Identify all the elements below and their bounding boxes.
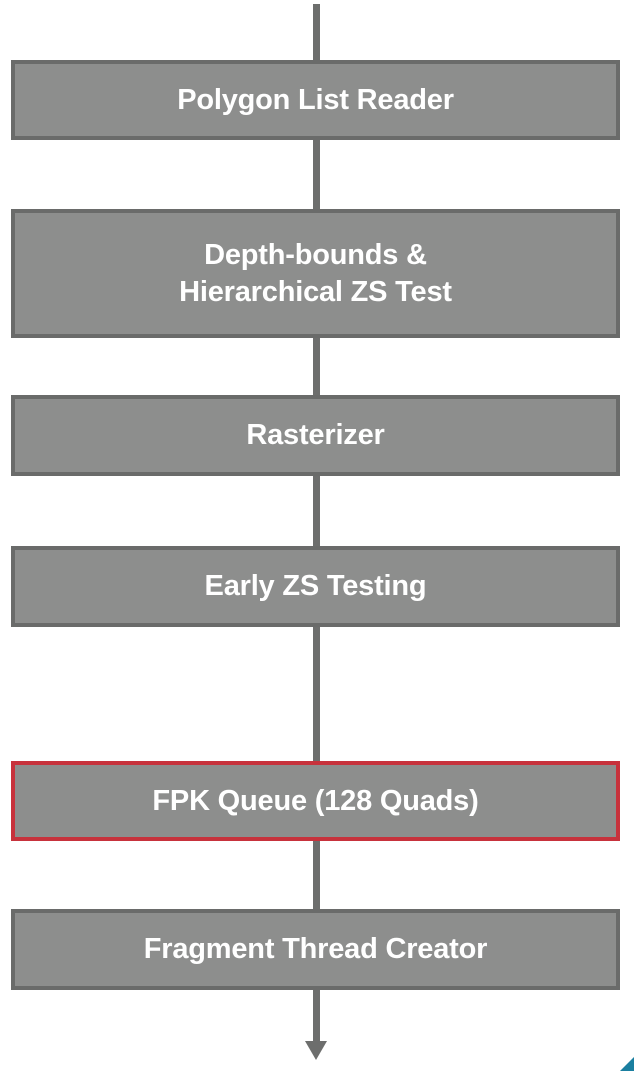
connector-line-4 [313, 625, 320, 762]
stage-polygon-list-reader: Polygon List Reader [11, 60, 620, 140]
stage-rasterizer: Rasterizer [11, 395, 620, 476]
arrow-head-down [305, 1041, 327, 1060]
corner-logo-fragment [620, 1057, 634, 1071]
stage-label: FPK Queue (128 Quads) [152, 784, 479, 817]
stage-label: Early ZS Testing [204, 570, 427, 602]
stage-fragment-thread-creator: Fragment Thread Creator [11, 909, 620, 990]
stage-label: Rasterizer [246, 419, 385, 451]
stage-label: Depth-bounds & Hierarchical ZS Test [179, 238, 452, 308]
connector-line-bottom [313, 988, 320, 1043]
stage-early-zs-testing: Early ZS Testing [11, 546, 620, 627]
connector-line-1 [313, 138, 320, 210]
connector-line-5 [313, 839, 320, 910]
stage-depth-bounds-hierarchical-zs-test: Depth-bounds & Hierarchical ZS Test [11, 209, 620, 338]
stage-label: Polygon List Reader [177, 83, 454, 116]
connector-line-3 [313, 474, 320, 547]
stage-label: Fragment Thread Creator [143, 933, 488, 965]
connector-line-top [313, 4, 320, 60]
connector-line-2 [313, 336, 320, 396]
stage-fpk-queue: FPK Queue (128 Quads) [11, 761, 620, 841]
